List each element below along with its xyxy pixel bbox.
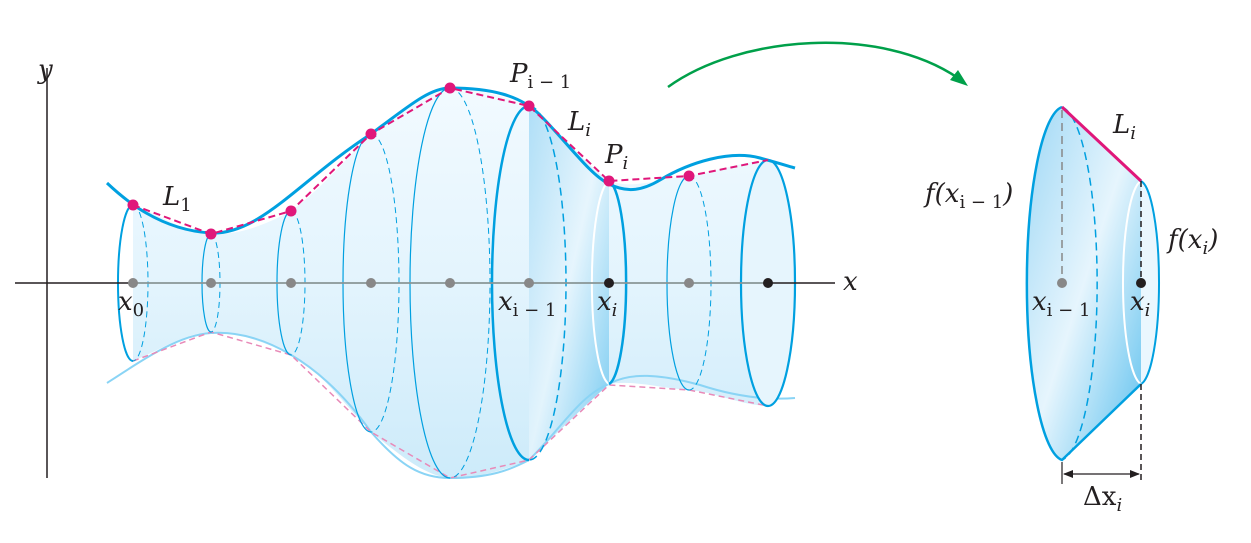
partition-points: [128, 278, 773, 288]
P-i-minus-1-label: Pi − 1: [509, 59, 571, 93]
detail-x-i-label: xi: [1130, 287, 1150, 321]
polygon-vertices: [127, 82, 695, 240]
delta-x-i-label: Δxi: [1083, 482, 1122, 516]
detail-L-i-label: Li: [1112, 110, 1136, 144]
P-i-label: Pi: [604, 140, 628, 174]
L1-label: L1: [162, 182, 192, 216]
reflected-polygon: [132, 331, 769, 479]
y-axis-label: y: [37, 55, 53, 85]
arrowhead-icon: [950, 70, 968, 86]
f-x-i-label: f(xi): [1166, 225, 1218, 259]
frustum-detail: [1025, 105, 1161, 484]
x-i-minus-1-label: xi − 1: [498, 287, 556, 321]
arrow-to-detail: [667, 41, 959, 89]
x-axis-label: x: [843, 267, 858, 297]
L-i-label: Li: [567, 107, 591, 141]
function-curve: [105, 86, 796, 235]
reflected-curve: [106, 331, 796, 480]
f-x-i-minus-1-label: f(xi − 1): [923, 179, 1013, 213]
x-i-label: xi: [597, 287, 617, 321]
x0-label: x0: [118, 287, 144, 321]
detail-x-i-minus-1-label: xi − 1: [1032, 287, 1090, 321]
